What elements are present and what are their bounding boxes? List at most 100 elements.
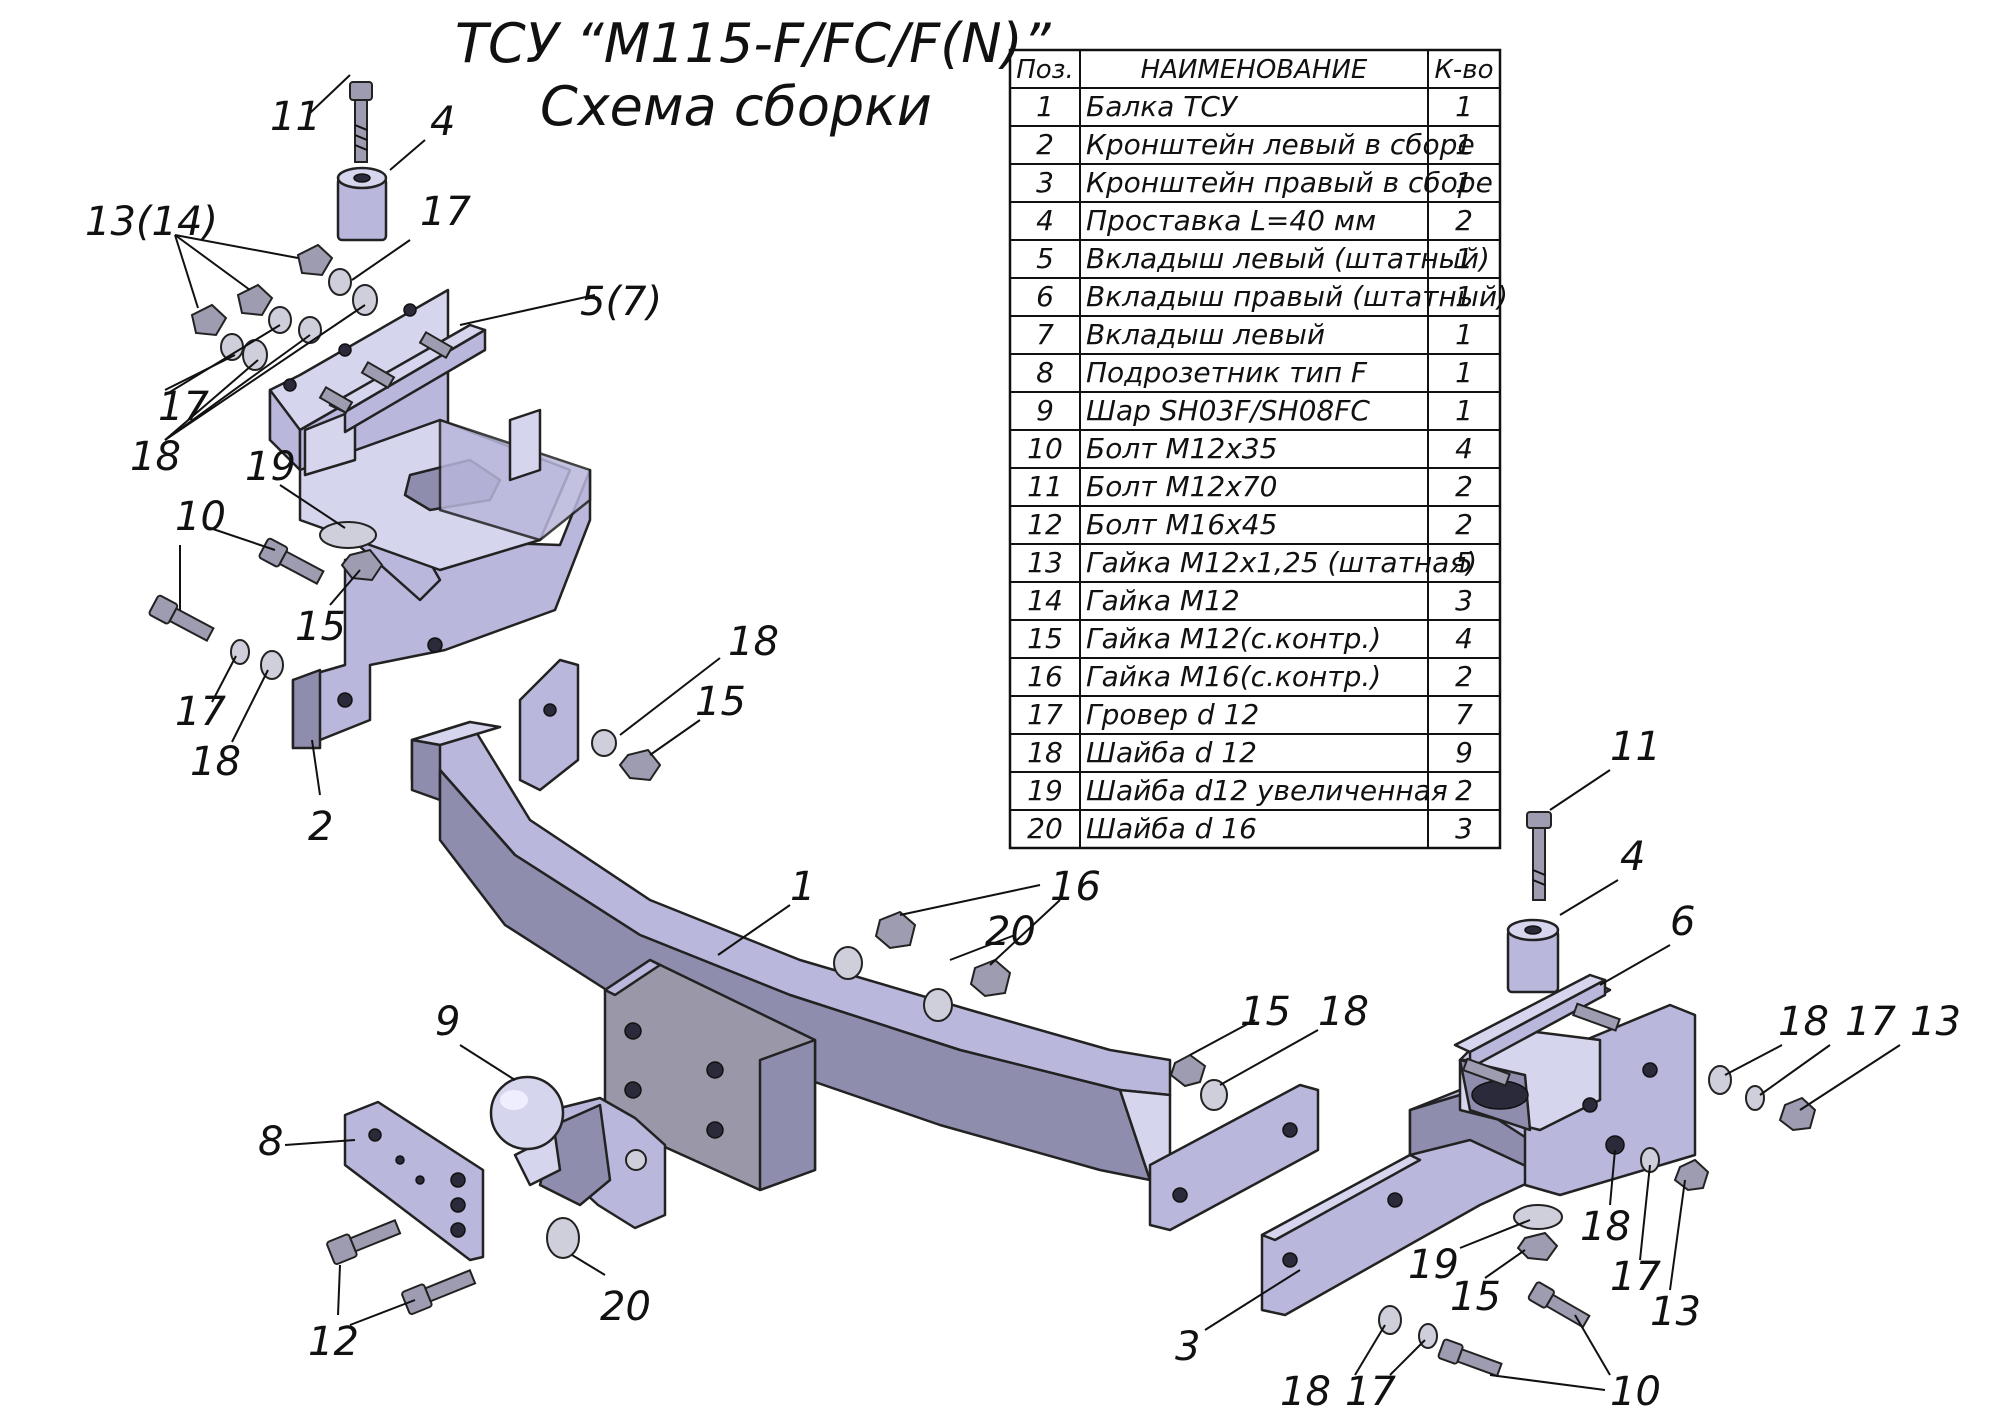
callout-20: 20 <box>985 909 1036 955</box>
bolts-part-12 <box>326 1218 477 1315</box>
table-cell-pos: 3 <box>1036 166 1054 199</box>
table-cell-qty: 2 <box>1455 508 1473 541</box>
table-cell-qty: 4 <box>1455 432 1473 465</box>
table-cell-pos: 11 <box>1027 470 1063 503</box>
right-small-hardware <box>1378 1065 1817 1378</box>
table-cell-pos: 18 <box>1027 736 1063 769</box>
table-cell-qty: 5 <box>1455 546 1473 579</box>
spacer-part-4-left <box>336 166 388 242</box>
table-header-pos: Поз. <box>1016 55 1074 85</box>
table-cell-pos: 10 <box>1027 432 1063 465</box>
callout-2: 2 <box>308 804 333 850</box>
table-cell-name: Проставка L=40 мм <box>1086 204 1376 237</box>
table-cell-name: Шар SH03F/SH08FC <box>1086 394 1370 427</box>
callout-18: 18 <box>1580 1204 1631 1250</box>
table-cell-name: Шайба d12 увеличенная <box>1086 774 1448 807</box>
callout-13: 13 <box>1910 999 1961 1045</box>
table-cell-qty: 1 <box>1455 280 1473 313</box>
beam-right-end-plate <box>1148 1083 1320 1232</box>
leader-lines <box>164 74 1901 1391</box>
table-header-qty: К-во <box>1434 55 1493 85</box>
callout-18: 18 <box>130 434 181 480</box>
table-cell-name: Подрозетник тип F <box>1086 356 1368 389</box>
table-cell-name: Вкладыш левый (штатный) <box>1086 242 1490 275</box>
callout-17: 17 <box>420 189 471 235</box>
callout-9: 9 <box>435 999 460 1045</box>
bolt-part-11-left <box>349 81 373 163</box>
callout-15: 15 <box>295 604 346 650</box>
table-cell-qty: 2 <box>1455 204 1473 237</box>
table-cell-qty: 1 <box>1455 318 1473 351</box>
table-cell-qty: 4 <box>1455 622 1473 655</box>
callout-12: 12 <box>308 1319 359 1365</box>
beam-left-end-plate <box>518 658 580 792</box>
callout-17: 17 <box>1345 1369 1396 1414</box>
callout-19: 19 <box>1408 1242 1459 1288</box>
callout-15: 15 <box>1450 1274 1501 1320</box>
table-cell-qty: 1 <box>1455 128 1473 161</box>
table-cell-name: Гайка М16(с.контр.) <box>1086 660 1381 693</box>
callout-19: 19 <box>245 444 296 490</box>
callout-11: 11 <box>1610 724 1661 770</box>
callout-15: 15 <box>1240 989 1291 1035</box>
table-cell-qty: 2 <box>1455 774 1473 807</box>
table-cell-qty: 1 <box>1455 166 1473 199</box>
table-cell-pos: 9 <box>1036 394 1054 427</box>
table-cell-pos: 7 <box>1036 318 1054 351</box>
left-small-hardware <box>148 243 662 782</box>
callout-17: 17 <box>1845 999 1896 1045</box>
table-cell-qty: 1 <box>1455 242 1473 275</box>
table-cell-name: Вкладыш правый (штатный) <box>1086 280 1508 313</box>
table-header-name: НАИМЕНОВАНИЕ <box>1141 55 1368 85</box>
callout-labels: 11 4 13(14) 17 5(7) 17 18 19 10 15 17 18… <box>85 94 1961 1414</box>
callout-10: 10 <box>1610 1369 1661 1414</box>
table-cell-name: Гровер d 12 <box>1086 698 1259 731</box>
callout-13-14: 13(14) <box>85 199 218 245</box>
table-cell-pos: 17 <box>1027 698 1063 731</box>
callout-15: 15 <box>695 679 746 725</box>
callout-13: 13 <box>1650 1289 1701 1335</box>
bolt-part-11-right <box>1526 811 1552 901</box>
callout-5-7: 5(7) <box>580 279 662 325</box>
callout-18: 18 <box>1280 1369 1331 1414</box>
callout-18: 18 <box>1318 989 1369 1035</box>
callout-10: 10 <box>175 494 226 540</box>
table-cell-pos: 13 <box>1027 546 1063 579</box>
table-cell-name: Шайба d 16 <box>1086 812 1257 845</box>
table-cell-pos: 6 <box>1036 280 1054 313</box>
table-cell-pos: 4 <box>1036 204 1054 237</box>
insert-part-5-7 <box>318 323 487 434</box>
table-cell-qty: 9 <box>1455 736 1473 769</box>
table-cell-name: Болт М12х35 <box>1086 432 1277 465</box>
callout-4: 4 <box>1620 834 1645 880</box>
table-cell-name: Балка ТСУ <box>1086 90 1239 123</box>
table-cell-qty: 1 <box>1455 90 1473 123</box>
table-cell-pos: 16 <box>1027 660 1063 693</box>
table-cell-qty: 3 <box>1455 584 1473 617</box>
table-cell-name: Кронштейн правый в сборе <box>1086 166 1493 199</box>
table-cell-name: Болт М12х70 <box>1086 470 1277 503</box>
table-cell-pos: 20 <box>1027 812 1063 845</box>
table-cell-pos: 2 <box>1036 128 1054 161</box>
table-cell-qty: 1 <box>1455 394 1473 427</box>
socket-plate-part-8 <box>343 1100 485 1262</box>
table-cell-name: Гайка М12 <box>1086 584 1240 617</box>
callout-8: 8 <box>258 1119 283 1165</box>
callout-3: 3 <box>1175 1324 1200 1370</box>
table-cell-name: Кронштейн левый в сборе <box>1086 128 1475 161</box>
callout-6: 6 <box>1670 899 1695 945</box>
table-cell-pos: 8 <box>1036 356 1054 389</box>
insert-part-6 <box>1453 973 1621 1087</box>
table-cell-pos: 5 <box>1036 242 1054 275</box>
table-cell-qty: 7 <box>1455 698 1473 731</box>
spacer-part-4-right <box>1506 918 1560 994</box>
table-cell-pos: 15 <box>1027 622 1063 655</box>
callout-18: 18 <box>728 619 779 665</box>
callout-18: 18 <box>1778 999 1829 1045</box>
callout-17: 17 <box>1610 1254 1661 1300</box>
hitch-mount-plate <box>603 958 817 1192</box>
callout-4: 4 <box>430 99 455 145</box>
table-cell-pos: 1 <box>1036 90 1054 123</box>
